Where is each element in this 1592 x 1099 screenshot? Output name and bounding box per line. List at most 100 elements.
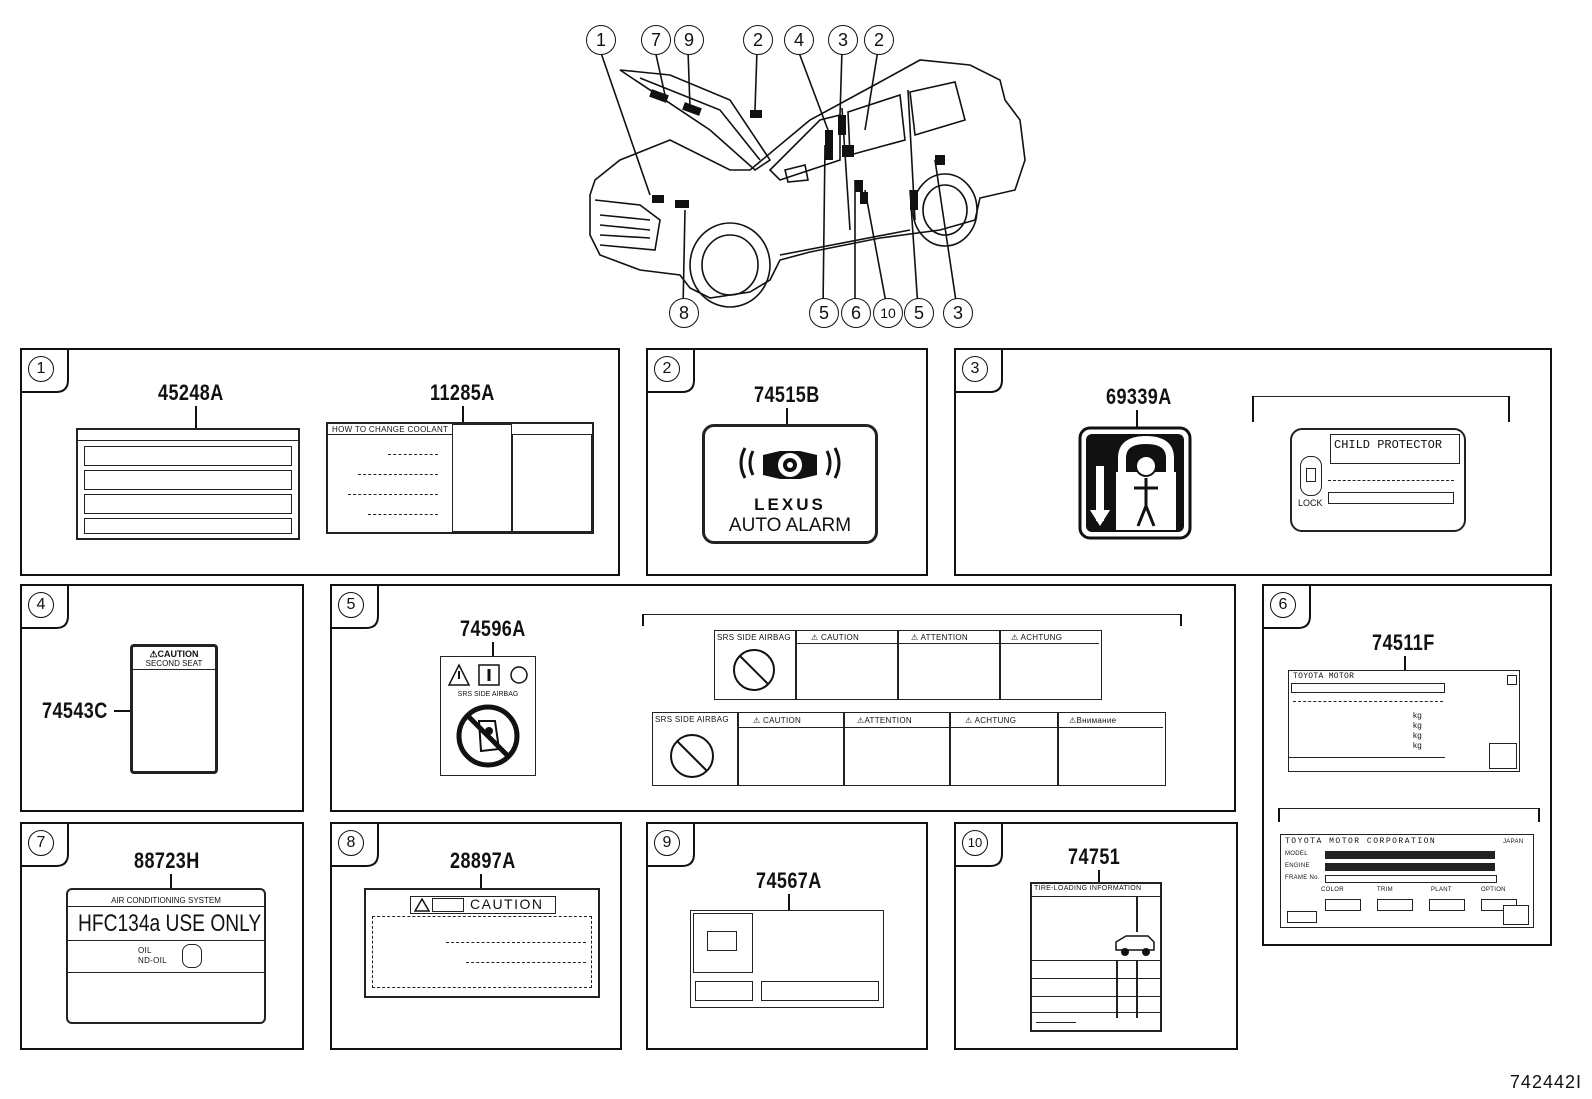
tire-loading-label: TIRE-LOADING INFORMATION <box>1030 882 1162 1032</box>
brand-text: LEXUS <box>754 495 826 514</box>
caution-col: ⚠ CAUTION <box>811 633 860 642</box>
maker-text: TOYOTA MOTOR <box>1293 672 1355 681</box>
panel-9: 9 74567A <box>646 822 928 1050</box>
child-protector-text: CHILD PROTECTOR <box>1334 438 1443 452</box>
code-color: COLOR <box>1321 887 1344 893</box>
callout-5: 5 <box>809 298 839 328</box>
nd-oil-text: ND-OIL <box>138 956 167 965</box>
part-number-74567a: 74567A <box>756 868 822 893</box>
part-number-74596a: 74596A <box>460 616 526 641</box>
japan-text: JAPAN <box>1503 839 1524 845</box>
part-number-74543c: 74543C <box>42 698 108 723</box>
oil-text: OIL <box>138 946 152 955</box>
callout-8: 8 <box>669 298 699 328</box>
achtung-col: ⚠ ACHTUNG <box>965 716 1017 725</box>
part-number-88723h: 88723H <box>134 848 200 873</box>
panel-number: 9 <box>654 830 680 856</box>
part-number-74511f: 74511F <box>1372 630 1435 655</box>
code-plant: PLANT <box>1431 887 1452 893</box>
field-model: MODEL <box>1285 851 1308 857</box>
achtung-col: ⚠ ACHTUNG <box>1011 633 1063 642</box>
label-45248a <box>76 428 300 540</box>
panel-number: 4 <box>28 592 54 618</box>
part-number-11285a: 11285A <box>430 380 495 405</box>
callout-5b: 5 <box>904 298 934 328</box>
kg-4: kg <box>1413 741 1423 750</box>
caution-label: CAUTION <box>364 888 600 998</box>
auto-alarm-text: AUTO ALARM <box>728 515 852 536</box>
panel-4: 4 74543C ⚠CAUTION SECOND SEAT <box>20 584 304 812</box>
kg-3: kg <box>1413 731 1423 740</box>
panel-5: 5 74596A SRS SIDE AIRBAG SRS SIDE AIRBAG… <box>330 584 1236 812</box>
panel-8: 8 28897A CAUTION <box>330 822 622 1050</box>
panel-10: 10 74751 TIRE-LOADING INFORMATION <box>954 822 1238 1050</box>
callout-3b: 3 <box>943 298 973 328</box>
panel-6: 6 74511F TOYOTA MOTOR kg kg kg kg TOYOTA… <box>1262 584 1552 946</box>
field-frame: FRAME No. <box>1285 875 1320 881</box>
label-74567a <box>690 910 884 1008</box>
corp-text: TOYOTA MOTOR CORPORATION <box>1285 837 1437 846</box>
second-seat-text: SECOND SEAT <box>145 659 203 668</box>
panel-number: 1 <box>28 356 54 382</box>
lock-text: LOCK <box>1298 498 1323 508</box>
label-11285a: HOW TO CHANGE COOLANT <box>326 422 594 534</box>
part-number-74515b: 74515B <box>754 382 820 407</box>
caution-text: ⚠CAUTION <box>149 649 199 659</box>
callout-9: 9 <box>674 25 704 55</box>
srs-heading: SRS SIDE AIRBAG <box>655 715 729 724</box>
coolant-title: HOW TO CHANGE COOLANT <box>332 425 449 434</box>
field-engine: ENGINE <box>1285 863 1310 869</box>
part-number-69339a: 69339A <box>1106 384 1172 409</box>
kg-2: kg <box>1413 721 1423 730</box>
callout-7: 7 <box>641 25 671 55</box>
srs-text: SRS SIDE AIRBAG <box>457 691 519 698</box>
panel-1: 1 45248A 11285A HOW TO CHANGE COOLANT <box>20 348 620 576</box>
callout-3: 3 <box>828 25 858 55</box>
panel-number: 3 <box>962 356 988 382</box>
panel-number: 6 <box>1270 592 1296 618</box>
hfc-text: HFC134a USE ONLY <box>78 910 262 937</box>
child-lock-icon <box>1078 426 1192 540</box>
callout-2: 2 <box>743 25 773 55</box>
code-trim: TRIM <box>1377 887 1393 893</box>
caution-col: ⚠ CAUTION <box>753 716 802 725</box>
vin-plate: TOYOTA MOTOR CORPORATION JAPAN MODEL ENG… <box>1280 834 1534 928</box>
diagram-ref-code: 742442I <box>1509 1072 1582 1092</box>
attention-col: ⚠ ATTENTION <box>911 633 969 642</box>
part-number-45248a: 45248A <box>158 380 224 405</box>
panel-2: 2 74515B LEXUS AUTO ALARM <box>646 348 928 576</box>
panel-number: 5 <box>338 592 364 618</box>
ac-title: AIR CONDITIONING SYSTEM <box>111 896 221 905</box>
panel-number: 7 <box>28 830 54 856</box>
part-number-28897a: 28897A <box>450 848 516 873</box>
srs-side-airbag-sticker: SRS SIDE AIRBAG <box>440 656 536 776</box>
vnimanie-col: ⚠Внимание <box>1069 716 1117 725</box>
child-protector-label: CHILD PROTECTOR LOCK <box>1290 428 1466 532</box>
airbag-warning-label-4lang: SRS SIDE AIRBAG ⚠ CAUTION ⚠ATTENTION ⚠ A… <box>652 712 1166 786</box>
panel-number: 8 <box>338 830 364 856</box>
label-auto-alarm: LEXUS AUTO ALARM <box>702 424 878 544</box>
vehicle-weight-label: TOYOTA MOTOR kg kg kg kg <box>1288 670 1520 772</box>
alarm-speaker-icon <box>739 447 841 479</box>
callout-6: 6 <box>841 298 871 328</box>
kg-1: kg <box>1413 711 1423 720</box>
tire-title: TIRE-LOADING INFORMATION <box>1034 885 1142 892</box>
panel-number: 10 <box>962 830 988 856</box>
attention-col: ⚠ATTENTION <box>857 716 912 725</box>
callout-1: 1 <box>586 25 616 55</box>
callout-4: 4 <box>784 25 814 55</box>
ac-refrigerant-label: AIR CONDITIONING SYSTEM HFC134a USE ONLY… <box>66 888 266 1024</box>
label-second-seat-caution: ⚠CAUTION SECOND SEAT <box>130 644 218 774</box>
callout-2b: 2 <box>864 25 894 55</box>
airbag-warning-label-3lang: SRS SIDE AIRBAG ⚠ CAUTION ⚠ ATTENTION ⚠ … <box>714 630 1102 700</box>
code-option: OPTION <box>1481 887 1506 893</box>
caution-text: CAUTION <box>470 896 544 912</box>
srs-heading: SRS SIDE AIRBAG <box>717 633 791 642</box>
panel-3: 3 69339A CHILD PROTECTOR LOCK <box>954 348 1552 576</box>
vehicle-illustration <box>589 49 1026 309</box>
callout-10: 10 <box>873 298 903 328</box>
panel-number: 2 <box>654 356 680 382</box>
part-number-74751: 74751 <box>1068 844 1121 869</box>
panel-7: 7 88723H AIR CONDITIONING SYSTEM HFC134a… <box>20 822 304 1050</box>
no-child-seat-icon <box>456 704 520 768</box>
